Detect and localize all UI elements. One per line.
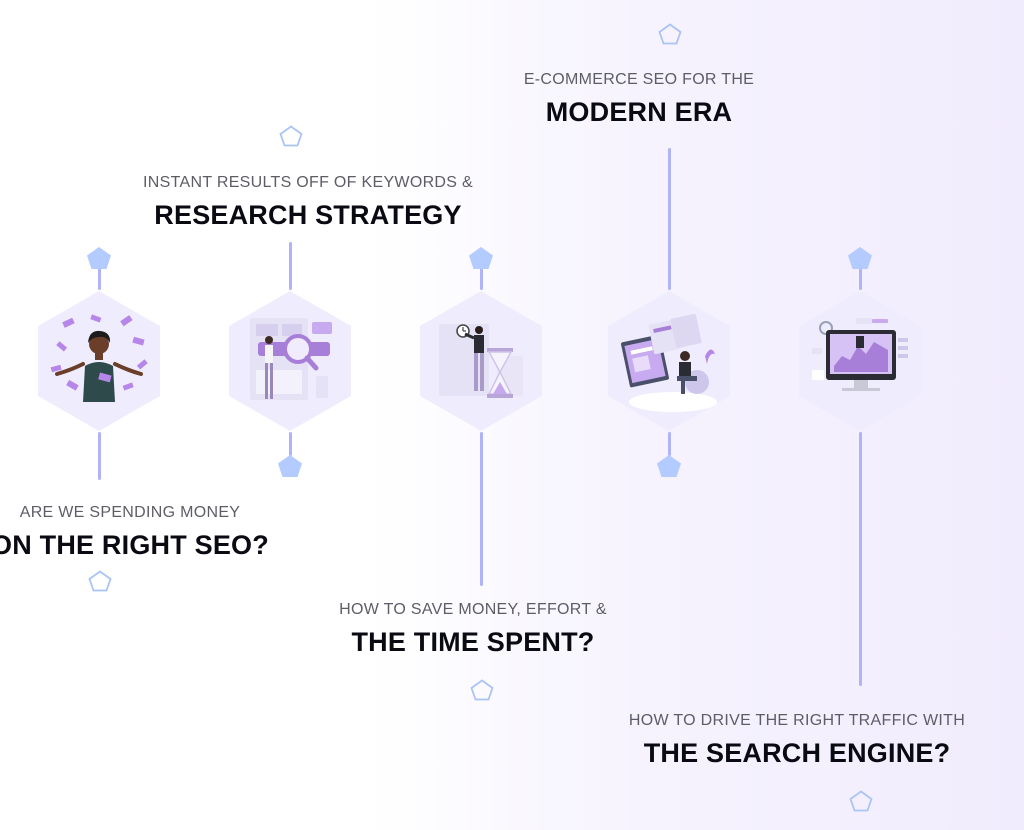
pentagon-outline-5 xyxy=(849,790,873,812)
hourglass-clock-illustration xyxy=(439,324,523,398)
pentagon-node-4-bottom xyxy=(657,455,681,477)
pentagon-node-5-top xyxy=(848,247,872,269)
monitor-analytics-illustration xyxy=(812,318,908,391)
connector-line-3-bottom xyxy=(480,432,483,586)
pentagon-outline-4 xyxy=(658,23,682,45)
connector-line-2-top xyxy=(289,242,292,290)
pentagon-outline-3 xyxy=(470,679,494,701)
hexagon-step-2 xyxy=(228,290,352,432)
step-3-caption: HOW TO SAVE MONEY, EFFORT & THE TIME SPE… xyxy=(273,600,673,659)
step-4-subtitle: E-COMMERCE SEO FOR THE xyxy=(523,71,755,88)
hexagon-step-1 xyxy=(37,290,161,432)
step-1-title: ON THE RIGHT SEO? xyxy=(0,530,269,560)
step-2-title: RESEARCH STRATEGY xyxy=(154,200,462,230)
pentagon-outline-2 xyxy=(279,125,303,147)
step-4-caption: E-COMMERCE SEO FOR THE MODERN ERA xyxy=(489,70,789,129)
connector-line-5-top xyxy=(859,266,862,290)
connector-line-3-top xyxy=(480,266,483,290)
step-5-title: THE SEARCH ENGINE? xyxy=(643,738,951,768)
connector-line-5-bottom xyxy=(859,432,862,686)
step-1-caption: ARE WE SPENDING MONEY ON THE RIGHT SEO? xyxy=(0,503,280,562)
step-3-title: THE TIME SPENT? xyxy=(351,627,595,657)
pentagon-node-2-bottom xyxy=(278,455,302,477)
step-4-title: MODERN ERA xyxy=(545,97,733,127)
pentagon-node-3-top xyxy=(469,247,493,269)
hexagon-step-3 xyxy=(419,290,543,432)
person-throwing-money-illustration xyxy=(50,314,148,402)
pentagon-node-1-top xyxy=(87,247,111,269)
keyword-search-board-illustration xyxy=(250,318,332,400)
step-1-subtitle: ARE WE SPENDING MONEY xyxy=(19,504,241,521)
hexagon-step-5 xyxy=(798,290,922,432)
connector-line-4-bottom xyxy=(668,432,671,456)
step-3-subtitle: HOW TO SAVE MONEY, EFFORT & xyxy=(339,601,607,618)
connector-line-1-top xyxy=(98,266,101,290)
connector-line-1-bottom xyxy=(98,432,101,480)
connector-line-2-bottom xyxy=(289,432,292,456)
laptop-browser-windows-illustration xyxy=(621,313,717,412)
step-2-caption: INSTANT RESULTS OFF OF KEYWORDS & RESEAR… xyxy=(98,173,518,232)
hexagon-step-4 xyxy=(607,290,731,432)
connector-line-4-top xyxy=(668,148,671,290)
step-5-subtitle: HOW TO DRIVE THE RIGHT TRAFFIC WITH xyxy=(628,712,966,729)
pentagon-outline-1 xyxy=(88,570,112,592)
step-2-subtitle: INSTANT RESULTS OFF OF KEYWORDS & xyxy=(143,174,473,191)
step-5-caption: HOW TO DRIVE THE RIGHT TRAFFIC WITH THE … xyxy=(607,711,987,770)
